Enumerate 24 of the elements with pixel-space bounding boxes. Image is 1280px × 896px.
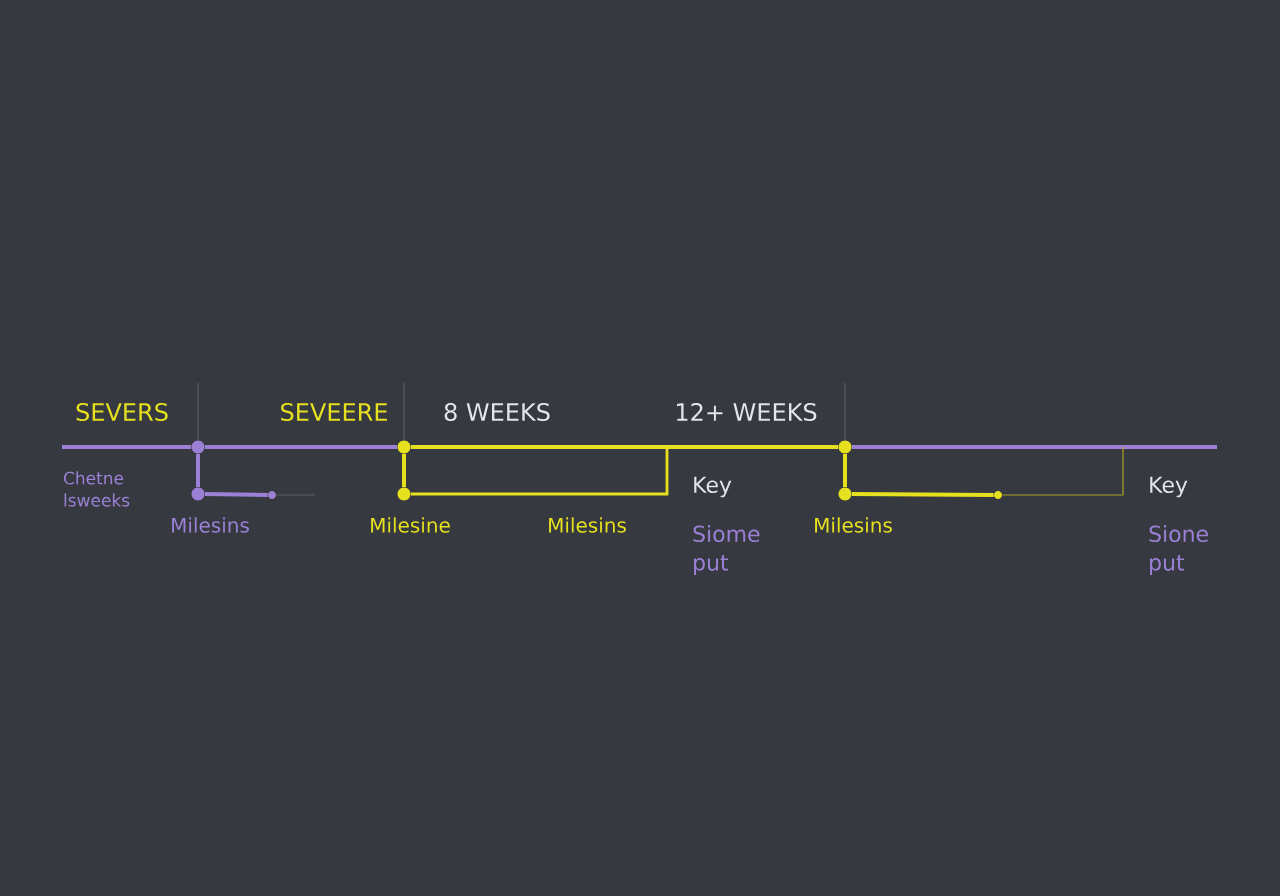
timeline-label: Key [1150, 476, 1188, 498]
timeline-line [204, 492, 268, 497]
timeline-label: Chetne lsweeks [63, 471, 130, 507]
timeline-label: SEVEERE [281, 402, 387, 422]
timeline-line [62, 445, 192, 449]
timeline-label: 12+ WEEKS [677, 402, 817, 422]
timeline-line [196, 453, 200, 488]
milestone-label: Milesins [172, 517, 249, 533]
timeline-label: Sione put [1149, 525, 1208, 575]
timeline-line [851, 492, 994, 497]
timeline-line [851, 445, 1217, 449]
timeline-label: Key [694, 476, 732, 498]
timeline-label: SEVERS [76, 402, 168, 422]
timeline-line [843, 453, 847, 488]
timeline-label: Siome put [693, 525, 760, 575]
timeline-line [204, 445, 398, 449]
timeline-line [410, 447, 669, 496]
timeline-line [1001, 446, 1124, 496]
milestone-label: Milesins [815, 517, 892, 533]
timeline-label: 8 WEEKS [444, 402, 550, 422]
timeline-line [410, 445, 839, 449]
milestone-label: Milesine [371, 517, 450, 533]
timeline-line [402, 453, 406, 488]
timeline-label: Milesins [549, 517, 626, 533]
